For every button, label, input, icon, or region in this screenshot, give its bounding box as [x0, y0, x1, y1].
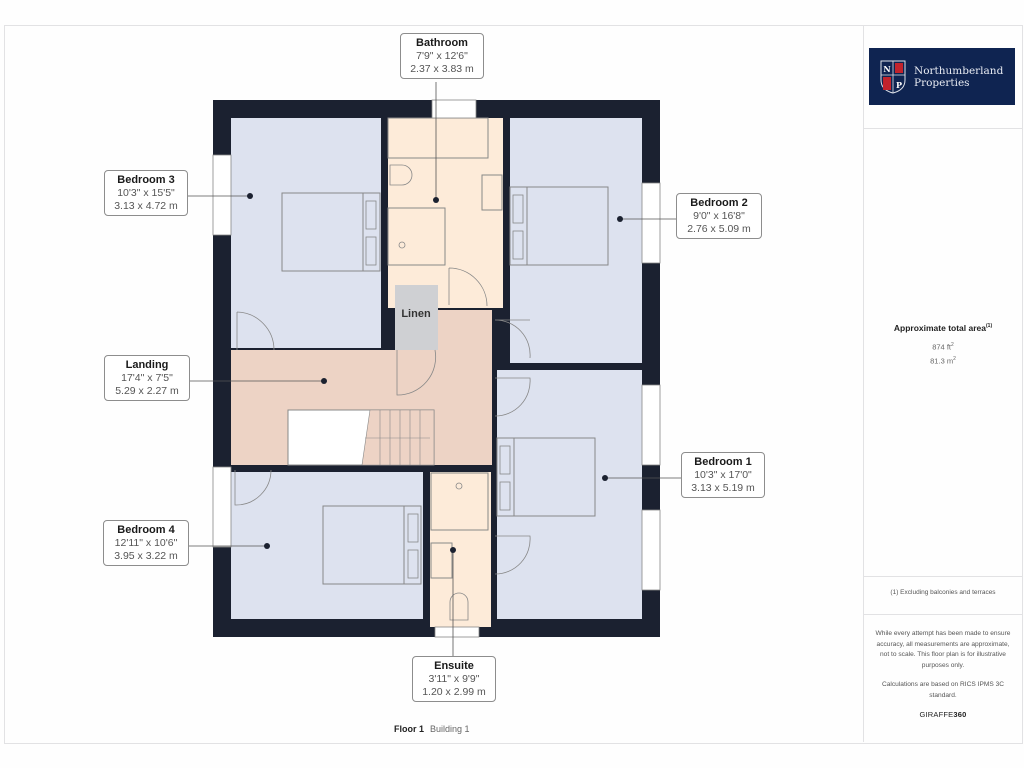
room-label-ensuite[interactable]: Ensuite 3'11" x 9'9" 1.20 x 2.99 m: [412, 656, 496, 702]
room-name: Landing: [125, 359, 169, 371]
total-area-title: Approximate total area(1): [893, 323, 993, 333]
disclaimer-text: While every attempt has been made to ens…: [875, 630, 1011, 669]
shield-icon: N P: [880, 60, 906, 94]
room-name: Bedroom 2: [690, 197, 748, 209]
room-dimensions-imperial: 9'0" x 16'8": [693, 210, 745, 222]
room-label-bedroom-2[interactable]: Bedroom 2 9'0" x 16'8" 2.76 x 5.09 m: [676, 193, 762, 239]
room-dimensions-metric: 1.20 x 2.99 m: [422, 685, 486, 698]
room-label-bedroom-1[interactable]: Bedroom 1 10'3" x 17'0" 3.13 x 5.19 m: [681, 452, 765, 498]
logo-section: N P Northumberland Properties: [864, 25, 1022, 129]
room-dimensions-imperial: 17'4" x 7'5": [121, 372, 173, 384]
room-dimensions-metric: 2.37 x 3.83 m: [410, 62, 474, 75]
logo-letter-n: N: [883, 64, 890, 74]
room-label-bedroom-3[interactable]: Bedroom 3 10'3" x 15'5" 3.13 x 4.72 m: [104, 170, 188, 216]
room-bedroom-1: [497, 370, 642, 619]
floor-name: Floor 1: [394, 724, 425, 734]
room-name: Bathroom: [416, 37, 468, 49]
room-name: Bedroom 3: [117, 174, 175, 186]
room-dimensions-imperial: 7'9" x 12'6": [416, 50, 468, 62]
room-name: Bedroom 4: [117, 524, 175, 536]
room-dimensions-imperial: 10'3" x 15'5": [117, 187, 175, 199]
info-sidebar: N P Northumberland Properties Approximat…: [863, 25, 1022, 742]
area-footnote: (1) Excluding balconies and terraces: [890, 589, 996, 596]
room-label-bedroom-4[interactable]: Bedroom 4 12'11" x 10'6" 3.95 x 3.22 m: [103, 520, 189, 566]
total-area-ft: 874 ft2: [932, 342, 954, 352]
floor-caption: Floor 1 Building 1: [394, 724, 470, 734]
room-dimensions-imperial: 12'11" x 10'6": [114, 537, 178, 549]
room-bedroom-4: [231, 472, 423, 619]
total-area-m: 81.3 m2: [930, 356, 956, 366]
logo-letter-p: P: [896, 80, 902, 90]
room-dimensions-metric: 3.13 x 4.72 m: [114, 199, 178, 212]
room-bedroom-2: [510, 118, 642, 363]
room-dimensions-metric: 3.95 x 3.22 m: [114, 549, 178, 562]
room-label-landing[interactable]: Landing 17'4" x 7'5" 5.29 x 2.27 m: [104, 355, 190, 401]
building-name: Building 1: [430, 724, 470, 734]
room-dimensions-imperial: 10'3" x 17'0": [694, 469, 752, 481]
room-name: Ensuite: [434, 660, 474, 672]
room-label-bathroom[interactable]: Bathroom 7'9" x 12'6" 2.37 x 3.83 m: [400, 33, 484, 79]
room-dimensions-metric: 5.29 x 2.27 m: [115, 384, 179, 397]
room-bedroom-3: [231, 118, 381, 348]
room-dimensions-metric: 3.13 x 5.19 m: [691, 481, 755, 494]
room-linen: [395, 285, 438, 350]
room-dimensions-imperial: 3'11" x 9'9": [428, 673, 480, 685]
footnote-section: [864, 576, 1022, 615]
company-logo: N P Northumberland Properties: [869, 48, 1015, 105]
company-name: Northumberland Properties: [914, 64, 1004, 89]
floor-plan-drawing: Linen: [188, 82, 681, 656]
linen-label: Linen: [401, 308, 431, 320]
room-dimensions-metric: 2.76 x 5.09 m: [687, 222, 751, 235]
calculation-note: Calculations are based on RICS IPMS 3C s…: [881, 681, 1005, 699]
room-name: Bedroom 1: [694, 456, 752, 468]
provider-brand: GIRAFFE360: [919, 710, 967, 719]
